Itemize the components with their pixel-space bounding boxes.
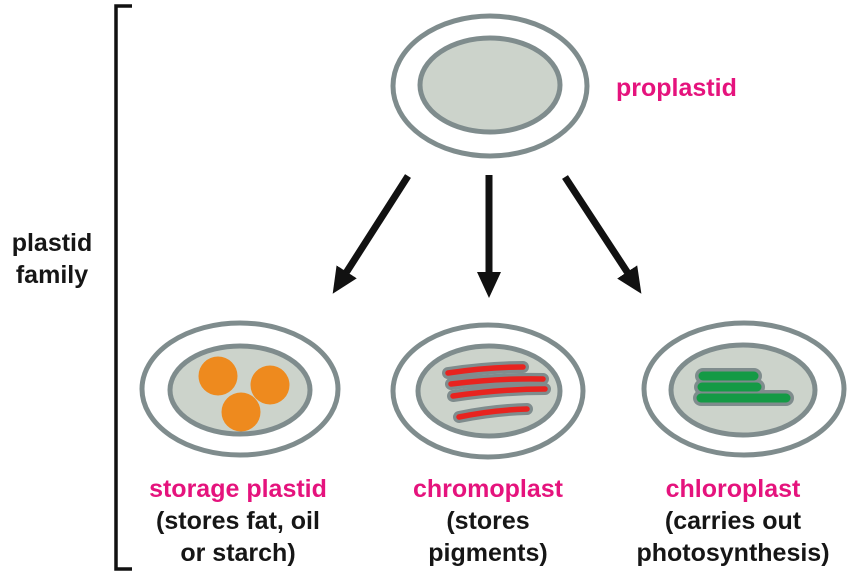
fat-globule-3	[221, 392, 261, 432]
storage-plastid-caption: storage plastid (stores fat, oil or star…	[149, 475, 327, 567]
fat-globule-1	[198, 356, 238, 396]
fat-globule-2	[250, 365, 290, 405]
chloroplast-name: chloroplast	[666, 475, 801, 503]
pigment-stripe-2	[448, 376, 546, 387]
chloroplast-figure	[641, 320, 847, 458]
chromoplast-caption: chromoplast (stores pigments)	[413, 475, 564, 567]
chromoplast-figure	[390, 322, 586, 460]
chromoplast-desc-line1: (stores	[446, 507, 529, 535]
proplastid-inner-membrane	[417, 35, 563, 135]
chromoplast-name: chromoplast	[413, 475, 564, 503]
pigment-stripes	[445, 364, 548, 420]
bracket-label-line2: family	[16, 261, 88, 289]
proplastid-figure	[390, 13, 590, 159]
storage-plastid-name: storage plastid	[149, 475, 327, 503]
chloroplast-desc-line2: photosynthesis)	[636, 539, 829, 567]
arrow-to-storage-plastid	[332, 174, 411, 294]
pigment-stripe-1	[445, 364, 526, 376]
arrow-to-chloroplast	[562, 175, 642, 294]
storage-plastid-desc-line1: (stores fat, oil	[156, 507, 320, 535]
bracket-label-line1: plastid	[12, 229, 93, 257]
family-bracket	[114, 4, 132, 571]
proplastid-label: proplastid	[616, 74, 737, 102]
chloroplast-caption: chloroplast (carries out photosynthesis)	[636, 475, 829, 567]
storage-plastid-figure	[139, 320, 341, 458]
pigment-stripe-4	[456, 406, 530, 420]
chromoplast-desc-line2: pigments)	[428, 539, 547, 567]
pigment-stripe-3	[450, 386, 548, 399]
storage-plastid-desc-line2: or starch)	[180, 539, 295, 567]
grana-stacks	[696, 371, 791, 403]
chloroplast-desc-line1: (carries out	[665, 507, 802, 535]
